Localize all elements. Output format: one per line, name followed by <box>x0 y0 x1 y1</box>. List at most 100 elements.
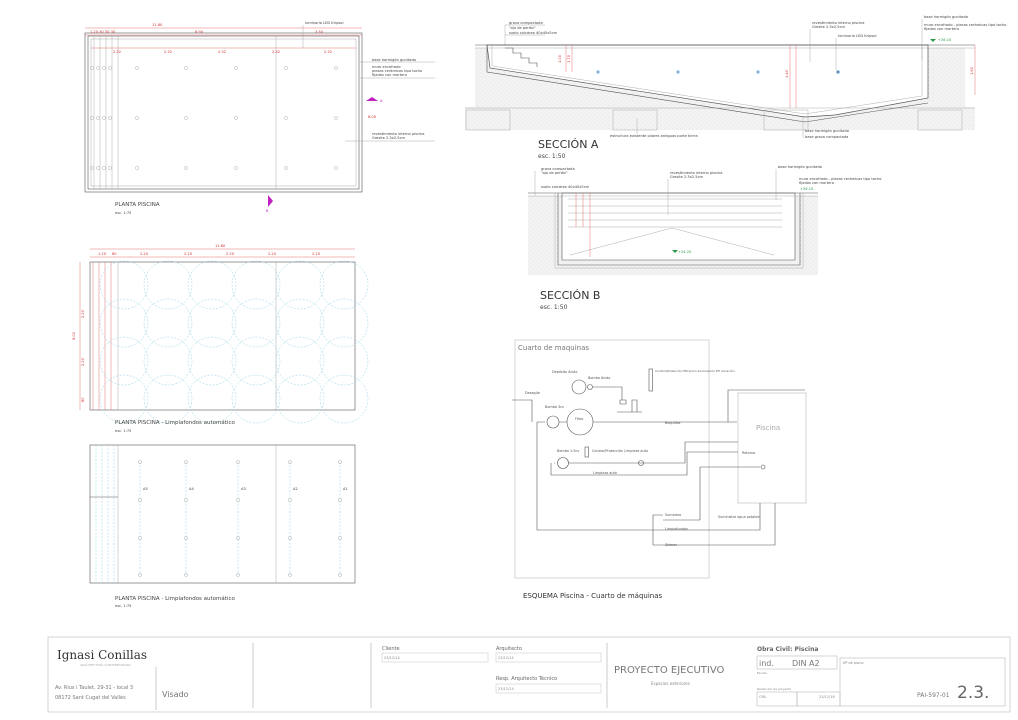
nozzle-icon <box>102 166 106 170</box>
nozzle-icon <box>338 536 342 540</box>
nozzle-icon <box>284 66 288 70</box>
nozzle-icon <box>284 116 288 120</box>
cleaner-coverage-circle <box>143 298 193 348</box>
label: fijadas con mortero <box>799 181 834 185</box>
label: estructura existente pilares antiguos po… <box>610 134 698 138</box>
tech-label: Resp. Arquitecto Técnico <box>496 675 557 682</box>
cleaner-line-label: A4 <box>189 487 194 491</box>
dim: 80 <box>112 252 117 256</box>
nozzle-icon <box>96 166 100 170</box>
nozzle-icon <box>138 498 142 502</box>
dim-c: 2.32 <box>324 50 332 54</box>
label: Bomba 3cv <box>545 405 564 409</box>
nozzle-icon <box>135 116 139 120</box>
section-a-marker: A <box>380 99 383 103</box>
dim-side-total: 6.00 <box>72 331 76 340</box>
label: base hormigón gunitado <box>805 129 849 133</box>
cleaner-coverage-circle <box>231 298 281 348</box>
level-icon <box>672 250 678 253</box>
label: Control/Protección filtración iluminació… <box>655 369 735 373</box>
project-title: PROYECTO EJECUTIVO <box>614 665 724 676</box>
nozzle-icon <box>184 460 188 464</box>
nozzle-icon <box>234 66 238 70</box>
cleaner-coverage-circle <box>319 260 369 310</box>
section-scale: esc. 1:50 <box>538 153 566 160</box>
dim: 1.60 <box>970 66 974 75</box>
label-wall: piezas cerámicas tipo tocho <box>372 69 422 73</box>
label: Gresite 2.5x2.5cm <box>670 175 704 179</box>
cleaner-coverage-circle <box>231 374 281 424</box>
label: "ojo de perdiz" <box>509 26 536 30</box>
nozzle-icon <box>184 116 188 120</box>
plan-number: 2.3. <box>957 683 989 703</box>
architect-date: 23/12/14 <box>498 656 514 660</box>
draft-date: 23/12/16 <box>819 695 835 699</box>
nozzle-icon <box>236 498 240 502</box>
nozzle-icon <box>288 498 292 502</box>
nozzle-icon <box>288 573 292 577</box>
cleaner-coverage-circle <box>143 260 193 310</box>
project-subtitle: Espacios exteriores <box>651 681 690 686</box>
cleaner-coverage-circle <box>187 336 237 386</box>
label: revestimiento interno piscina <box>812 21 865 25</box>
dim: 2.20 <box>184 252 193 256</box>
label-lining: Gresite 2.5x2.5cm <box>372 136 406 140</box>
nozzle-icon <box>90 66 94 70</box>
dim-small: 1.20 30 30 30 <box>90 30 116 34</box>
plan-title: PLANTA PISCINA <box>115 202 160 208</box>
label-base: base hormigón gunitado <box>372 58 416 62</box>
nozzle-icon <box>184 573 188 577</box>
cleaner-coverage-circle <box>275 298 325 348</box>
nozzle-icon <box>184 498 188 502</box>
dim-c: 2.32 <box>113 50 121 54</box>
label: Boquillas <box>665 421 681 425</box>
dim-c: 2.32 <box>218 50 226 54</box>
section-title: SECCIÓN A <box>538 138 599 151</box>
nozzle-icon <box>338 498 342 502</box>
nozzle-icon <box>108 166 112 170</box>
nozzle-icon <box>334 166 338 170</box>
label: fijadas con mortero <box>924 27 959 31</box>
label: suelo calcáreo 40x40x5cm <box>541 185 590 189</box>
nozzle-icon <box>334 66 338 70</box>
nozzle-icon <box>102 116 106 120</box>
cleaner-coverage-circle <box>319 374 369 424</box>
label: Gresite 2.5x2.5cm <box>812 25 846 29</box>
label: Sumidero <box>665 513 681 517</box>
dim-c: 2.32 <box>272 50 280 54</box>
nozzle-icon <box>184 166 188 170</box>
nozzle-icon <box>334 116 338 120</box>
scale-label: Escala <box>757 671 767 675</box>
nozzle-icon <box>288 460 292 464</box>
cleaner-line-label: A3 <box>241 487 246 491</box>
cleaner-coverage-circle <box>99 298 149 348</box>
nozzle-icon <box>236 573 240 577</box>
dim: 2.20 <box>226 252 235 256</box>
nozzle-icon <box>135 66 139 70</box>
section-title: SECCIÓN B <box>540 289 600 302</box>
visado: Visado <box>162 690 189 699</box>
nozzle-icon <box>108 66 112 70</box>
label: Retorno <box>742 451 755 455</box>
address: 08172 Sant Cugat del Vallès <box>55 694 126 701</box>
nozzle-icon <box>234 166 238 170</box>
label: muro encofrado - piezas cerámicas tipo t… <box>924 23 1006 27</box>
client-label: Cliente <box>382 646 400 652</box>
label: Bomba 1.5cv <box>557 449 579 453</box>
cleaner-coverage-circle <box>275 374 325 424</box>
nozzle-icon <box>236 460 240 464</box>
nozzle-icon <box>284 166 288 170</box>
nozzle-icon <box>138 536 142 540</box>
index: ind. <box>759 659 774 668</box>
plan-scale: esc. 1:75 <box>115 211 131 215</box>
address: Av. Rius i Taulet, 29-31 - local 3 <box>55 685 133 691</box>
label: Limpiafondos <box>665 527 688 531</box>
label: luminaria LED Kripsol <box>838 34 876 38</box>
label: "ojo de perdiz" <box>541 171 568 175</box>
dim-total: 11.80 <box>152 23 163 27</box>
label: grava compactada <box>509 21 543 25</box>
drafting-label: Redacción de proyecto <box>757 687 791 691</box>
label: Suministro agua potable <box>718 515 760 519</box>
section-scale: esc. 1:50 <box>540 304 568 311</box>
